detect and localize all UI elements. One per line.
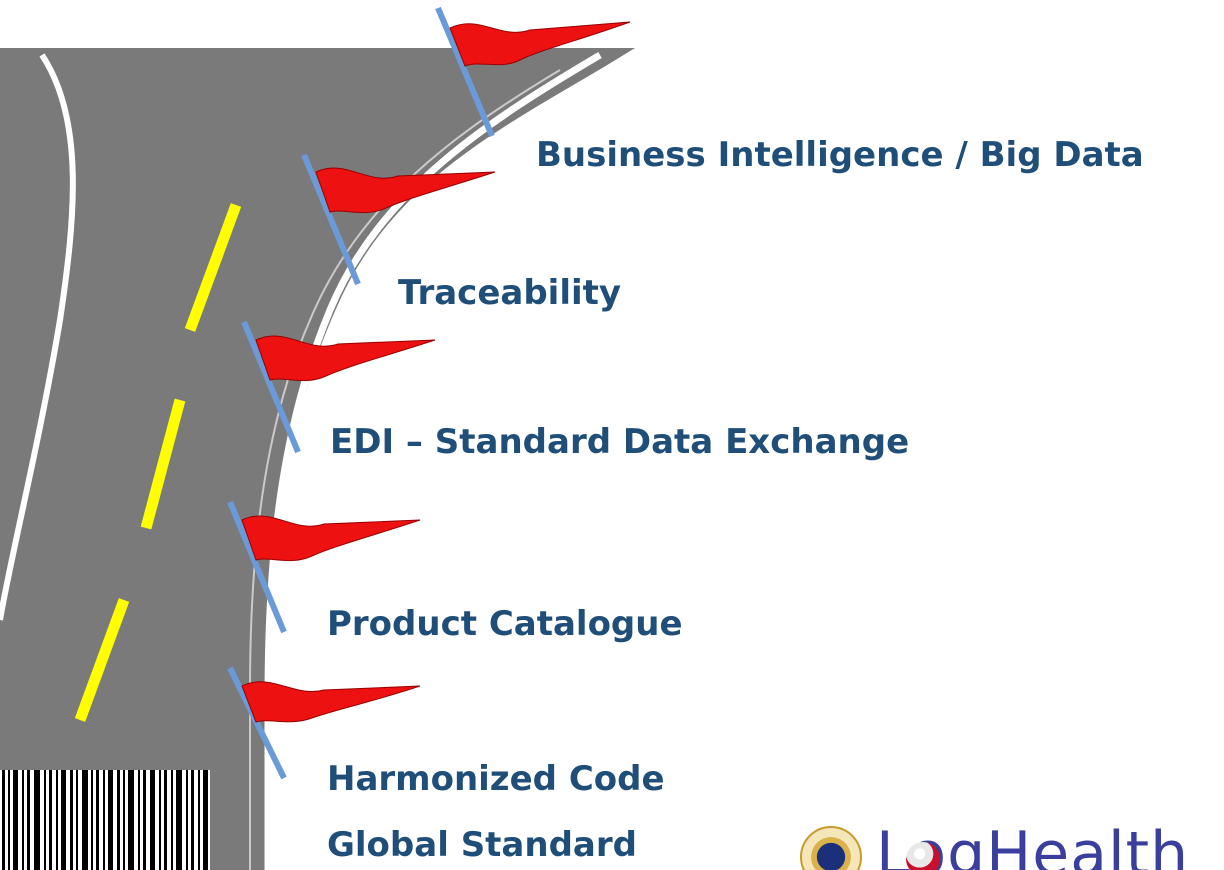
milestone-harmonized-code: Harmonized Code <box>327 759 665 799</box>
milestone-global-standard: Global Standard <box>327 825 637 865</box>
milestone-edi: EDI – Standard Data Exchange <box>330 422 910 462</box>
barcode-icon <box>0 770 210 870</box>
road-edge-right <box>264 51 602 870</box>
milestone-product-catalogue: Product Catalogue <box>327 604 683 644</box>
milestone-traceability: Traceability <box>398 273 622 313</box>
center-dash <box>74 598 130 722</box>
red-flag-icon <box>301 153 496 286</box>
red-flag-icon <box>435 6 631 138</box>
road-edge-left <box>0 53 76 621</box>
logo-ball-icon <box>906 842 940 870</box>
university-seal-icon <box>800 826 862 870</box>
center-dash <box>184 203 242 332</box>
red-flag-icon <box>227 666 421 780</box>
milestone-business-intelligence: Business Intelligence / Big Data <box>536 135 1144 175</box>
loghealth-logo: LogHealth <box>800 826 1224 870</box>
red-flag-icon <box>227 500 421 634</box>
center-dash <box>140 398 186 530</box>
road-shoulder-line <box>249 69 561 870</box>
road <box>0 48 635 870</box>
red-flag-icon <box>241 320 436 454</box>
